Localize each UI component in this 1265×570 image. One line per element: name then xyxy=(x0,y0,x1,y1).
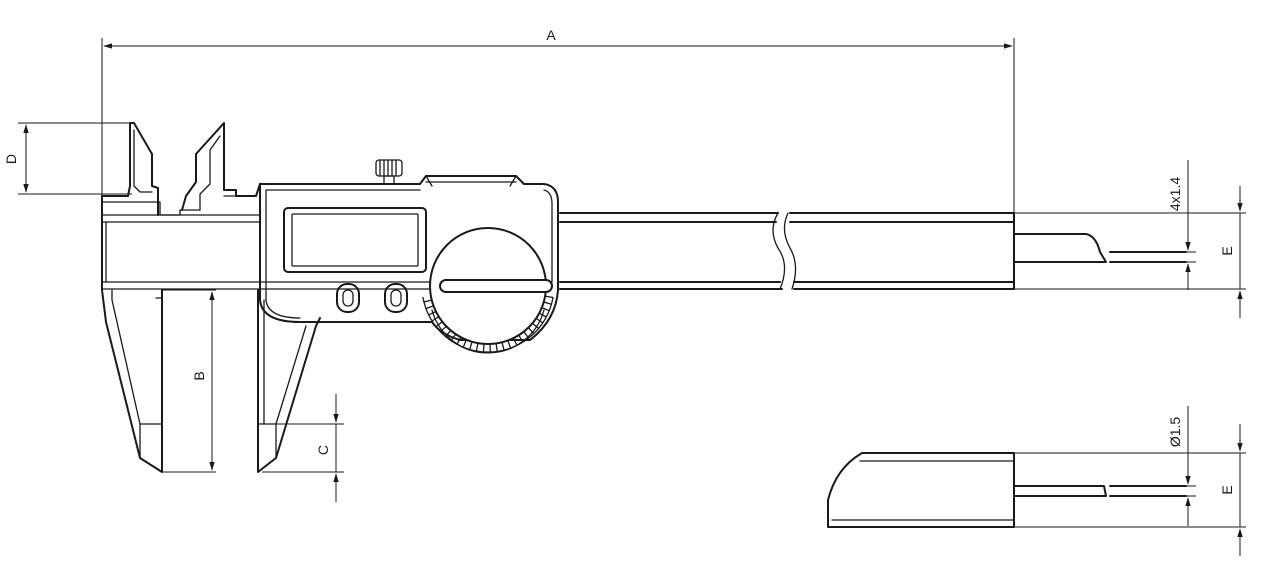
knurl-tooth xyxy=(425,305,435,310)
knurl-tooth xyxy=(428,310,437,316)
knurl-tooth xyxy=(512,337,518,346)
knurl-tooth xyxy=(450,333,457,342)
knurl-tooth xyxy=(482,343,485,353)
knurl-tooth xyxy=(423,299,433,303)
knurl-tooth xyxy=(431,316,440,322)
knurl-tooth xyxy=(444,329,452,338)
dimension-c-label: C xyxy=(315,445,331,455)
knurl-tooth xyxy=(475,342,479,352)
knurl-tooth xyxy=(435,321,443,328)
knurl-tooth xyxy=(523,331,530,339)
dimension-e-top: E 4x1.4 xyxy=(1014,160,1246,318)
knurl-tooth xyxy=(456,336,462,345)
knurl-tooth xyxy=(501,341,505,351)
dimension-b: B xyxy=(162,289,216,473)
knurl-tooth xyxy=(531,322,540,330)
dimension-e-bottom-label: E xyxy=(1219,485,1235,494)
dimension-c: C xyxy=(262,394,344,502)
dimension-b-label: B xyxy=(191,371,207,380)
dimension-a: A xyxy=(101,27,1015,212)
dimension-d-label: D xyxy=(3,154,19,164)
dimension-e-bottom: E Ø1.5 xyxy=(1014,406,1246,556)
dimension-a-label: A xyxy=(546,27,556,43)
knurl-tooth xyxy=(543,301,553,305)
knurl-tooth xyxy=(462,339,467,348)
knurl-tooth xyxy=(535,317,544,324)
knurl-tooth xyxy=(507,339,512,349)
knurl-tooth xyxy=(538,312,547,318)
detail-round-rod xyxy=(827,452,1187,528)
dimension-e-top-label: E xyxy=(1219,246,1235,255)
knurl-tooth xyxy=(541,307,550,312)
knurl-tooth xyxy=(544,295,554,299)
probe-size-label: 4x1.4 xyxy=(1167,177,1183,211)
roller-knurl xyxy=(422,295,554,353)
knurl-tooth xyxy=(469,341,473,351)
rod-diameter-label: Ø1.5 xyxy=(1167,417,1183,448)
caliper-body xyxy=(101,122,1187,473)
knurl-tooth xyxy=(518,334,524,343)
dimension-d: D xyxy=(3,122,132,195)
knurl-outline xyxy=(422,296,554,353)
knurl-tooth xyxy=(495,342,498,353)
knurl-tooth xyxy=(527,327,535,335)
knurl-tooth xyxy=(439,325,447,333)
